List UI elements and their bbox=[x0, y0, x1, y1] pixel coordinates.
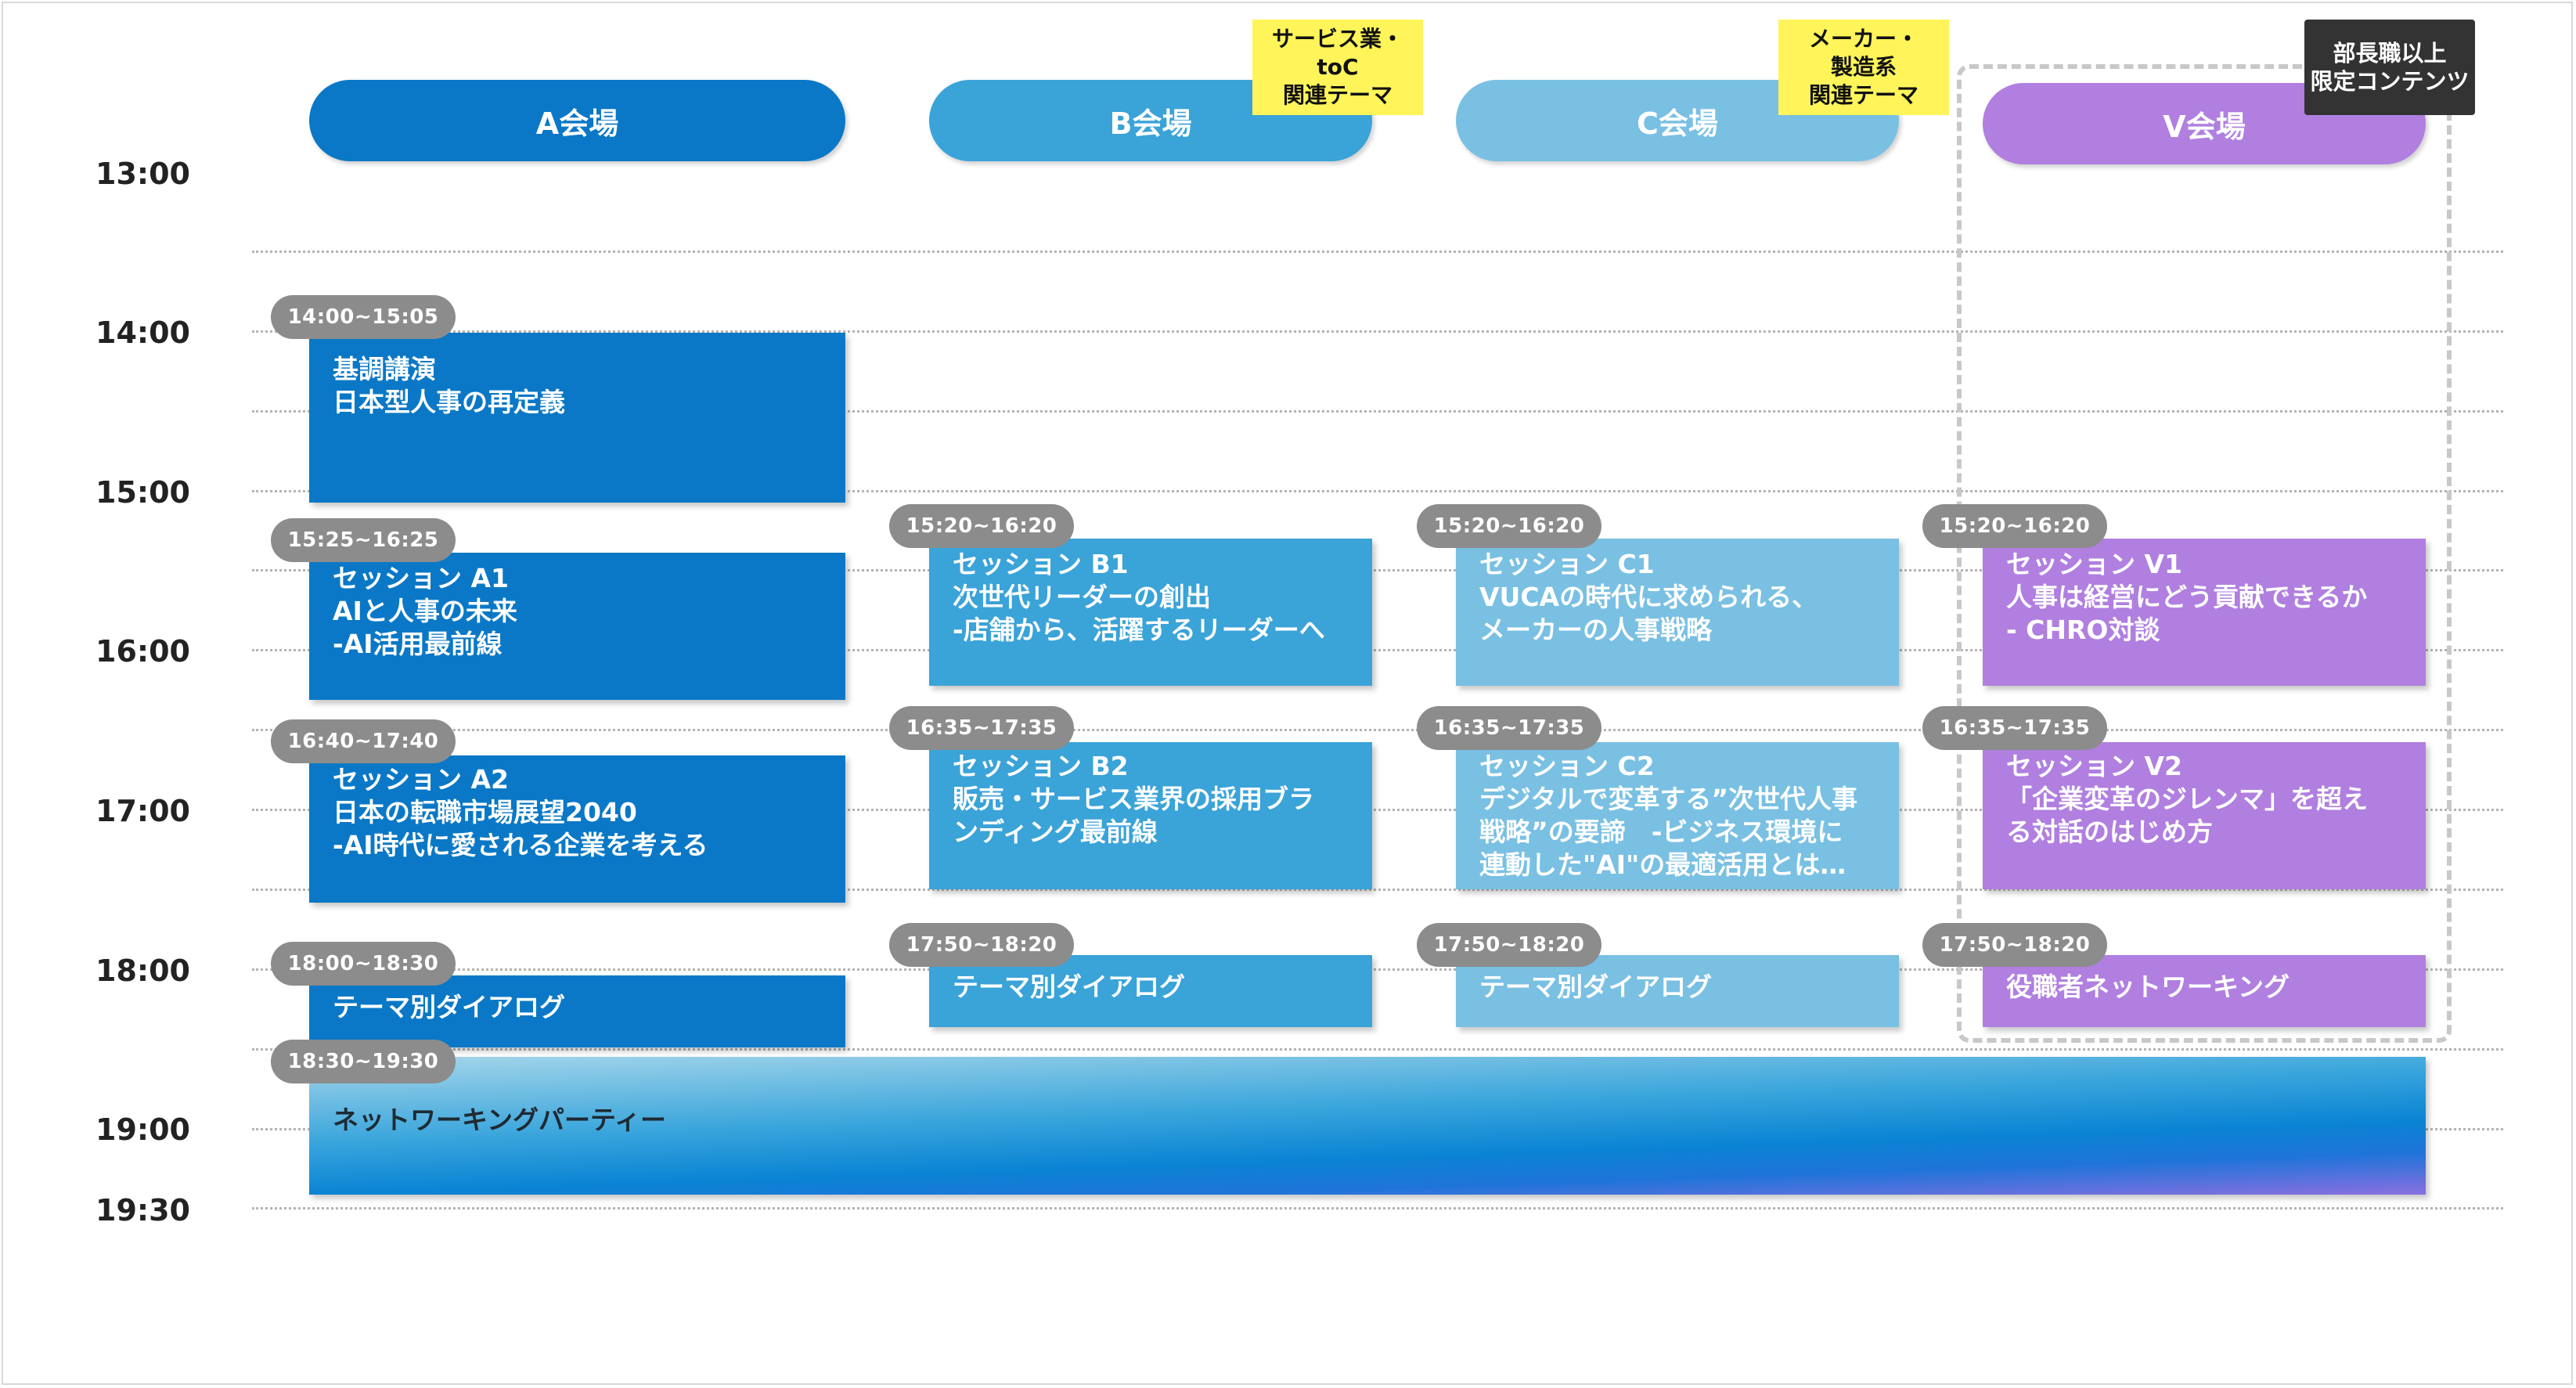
session-title: ネットワーキングパーティー bbox=[333, 1105, 667, 1135]
time-badge: 15:25~16:25 bbox=[271, 518, 456, 562]
time-label-1800: 18:00 bbox=[95, 954, 190, 988]
time-badge: 17:50~18:20 bbox=[889, 923, 1074, 967]
grid-line bbox=[252, 968, 2503, 971]
time-badge: 16:35~17:35 bbox=[1417, 706, 1601, 750]
grid-line bbox=[252, 410, 2503, 413]
grid-line bbox=[252, 330, 2503, 333]
time-badge: 15:20~16:20 bbox=[1922, 504, 2107, 548]
note-line: 製造系 bbox=[1830, 54, 1897, 80]
time-badge: 15:20~16:20 bbox=[1417, 504, 1601, 548]
theme-note-maker: メーカー・ 製造系 関連テーマ bbox=[1778, 20, 1949, 115]
time-badge: 15:20~16:20 bbox=[889, 504, 1074, 548]
session-subtitle: -AI時代に愛される企業を考える bbox=[333, 830, 708, 860]
session-c2[interactable]: セッション C2 デジタルで変革する”次世代人事 戦略”の要諦 -ビジネス環境に… bbox=[1456, 742, 1899, 889]
session-a1[interactable]: セッション A1 AIと人事の未来 -AI活用最前線 bbox=[309, 553, 845, 700]
theme-note-service: サービス業・ toC 関連テーマ bbox=[1252, 20, 1423, 115]
session-subtitle: 「企業変革のジレンマ」を超え bbox=[2006, 784, 2368, 814]
venue-a-header: A会場 bbox=[309, 80, 845, 161]
session-subtitle: 連動した"AI"の最適活用とは… bbox=[1479, 849, 1846, 880]
session-title: セッション C2 bbox=[1479, 751, 1655, 781]
session-subtitle: AIと人事の未来 bbox=[333, 596, 517, 626]
session-title: 基調講演 bbox=[333, 354, 436, 384]
session-a-dialog[interactable]: テーマ別ダイアログ bbox=[309, 975, 845, 1047]
session-c1[interactable]: セッション C1 VUCAの時代に求められる、 メーカーの人事戦略 bbox=[1456, 539, 1899, 686]
session-title: セッション B2 bbox=[953, 751, 1129, 781]
grid-line bbox=[252, 809, 2503, 811]
session-title: テーマ別ダイアログ bbox=[1479, 972, 1712, 1002]
session-b2[interactable]: セッション B2 販売・サービス業界の採用ブラ ンディング最前線 bbox=[929, 742, 1372, 889]
note-line: toC bbox=[1317, 54, 1359, 80]
session-subtitle: 人事は経営にどう貢献できるか bbox=[2006, 582, 2368, 612]
grid-line bbox=[252, 1048, 2503, 1051]
time-label-1500: 15:00 bbox=[95, 475, 190, 510]
session-subtitle: ンディング最前線 bbox=[953, 817, 1158, 847]
time-badge: 17:50~18:20 bbox=[1417, 923, 1601, 967]
session-subtitle: 販売・サービス業界の採用ブラ bbox=[953, 784, 1314, 814]
time-badge: 16:35~17:35 bbox=[889, 706, 1074, 750]
note-line: サービス業・ bbox=[1271, 26, 1403, 52]
session-title: セッション V2 bbox=[2006, 751, 2182, 781]
session-b1[interactable]: セッション B1 次世代リーダーの創出 -店舗から、活躍するリーダーへ bbox=[929, 539, 1372, 686]
time-badge: 18:00~18:30 bbox=[271, 942, 456, 986]
note-line: 部長職以上 bbox=[2333, 40, 2447, 67]
session-subtitle: VUCAの時代に求められる、 bbox=[1479, 582, 1818, 612]
time-badge: 18:30~19:30 bbox=[271, 1040, 456, 1083]
time-badge: 17:50~18:20 bbox=[1922, 923, 2107, 967]
networking-party[interactable]: ネットワーキングパーティー bbox=[309, 1057, 2426, 1195]
grid-line bbox=[252, 251, 2503, 253]
session-v1[interactable]: セッション V1 人事は経営にどう貢献できるか - CHRO対談 bbox=[1983, 539, 2426, 686]
session-title: セッション V1 bbox=[2006, 549, 2182, 579]
session-subtitle: 戦略”の要諦 -ビジネス環境に bbox=[1479, 817, 1843, 847]
session-a2[interactable]: セッション A2 日本の転職市場展望2040 -AI時代に愛される企業を考える bbox=[309, 755, 845, 903]
time-badge: 16:40~17:40 bbox=[271, 719, 456, 763]
session-subtitle: -店舗から、活躍するリーダーへ bbox=[953, 615, 1325, 645]
session-b-dialog[interactable]: テーマ別ダイアログ bbox=[929, 955, 1372, 1027]
session-subtitle: -AI活用最前線 bbox=[333, 629, 503, 659]
session-subtitle: メーカーの人事戦略 bbox=[1479, 615, 1712, 645]
time-label-1900: 19:00 bbox=[95, 1112, 190, 1147]
session-title: セッション B1 bbox=[953, 549, 1129, 579]
session-title: テーマ別ダイアログ bbox=[333, 992, 565, 1022]
note-line: 関連テーマ bbox=[1808, 82, 1918, 108]
time-label-1700: 17:00 bbox=[95, 794, 190, 828]
grid-line bbox=[252, 889, 2503, 891]
grid-line bbox=[252, 1207, 2503, 1210]
grid-line bbox=[252, 649, 2503, 651]
session-subtitle: 日本型人事の再定義 bbox=[333, 387, 565, 417]
session-subtitle: - CHRO対談 bbox=[2006, 615, 2160, 645]
note-line: 関連テーマ bbox=[1282, 82, 1392, 108]
time-label-1600: 16:00 bbox=[95, 634, 190, 669]
session-v-networking[interactable]: 役職者ネットワーキング bbox=[1983, 955, 2426, 1027]
session-title: セッション A2 bbox=[333, 764, 509, 795]
note-line: メーカー・ bbox=[1808, 26, 1918, 52]
session-title: セッション A1 bbox=[333, 563, 509, 593]
time-label-1400: 14:00 bbox=[95, 315, 190, 350]
time-label-1930: 19:30 bbox=[95, 1193, 190, 1228]
session-subtitle: 日本の転職市場展望2040 bbox=[333, 797, 637, 827]
session-subtitle: 次世代リーダーの創出 bbox=[953, 582, 1211, 612]
executive-only-frame bbox=[1957, 64, 2452, 1043]
session-subtitle: デジタルで変革する”次世代人事 bbox=[1479, 784, 1858, 814]
session-v2[interactable]: セッション V2 「企業変革のジレンマ」を超え る対話のはじめ方 bbox=[1983, 742, 2426, 889]
session-keynote[interactable]: 基調講演 日本型人事の再定義 bbox=[309, 333, 845, 503]
session-subtitle: る対話のはじめ方 bbox=[2006, 817, 2213, 847]
session-title: テーマ別ダイアログ bbox=[953, 972, 1185, 1002]
session-title: セッション C1 bbox=[1479, 549, 1655, 579]
time-badge: 14:00~15:05 bbox=[271, 295, 456, 339]
grid-line bbox=[252, 569, 2503, 571]
time-badge: 16:35~17:35 bbox=[1922, 706, 2107, 750]
note-line: 限定コンテンツ bbox=[2310, 68, 2470, 95]
grid-line bbox=[252, 729, 2503, 731]
grid-line bbox=[252, 490, 2503, 492]
session-c-dialog[interactable]: テーマ別ダイアログ bbox=[1456, 955, 1899, 1027]
time-label-1300: 13:00 bbox=[95, 157, 190, 191]
executive-only-note: 部長職以上 限定コンテンツ bbox=[2304, 20, 2475, 115]
session-title: 役職者ネットワーキング bbox=[2006, 972, 2290, 1002]
